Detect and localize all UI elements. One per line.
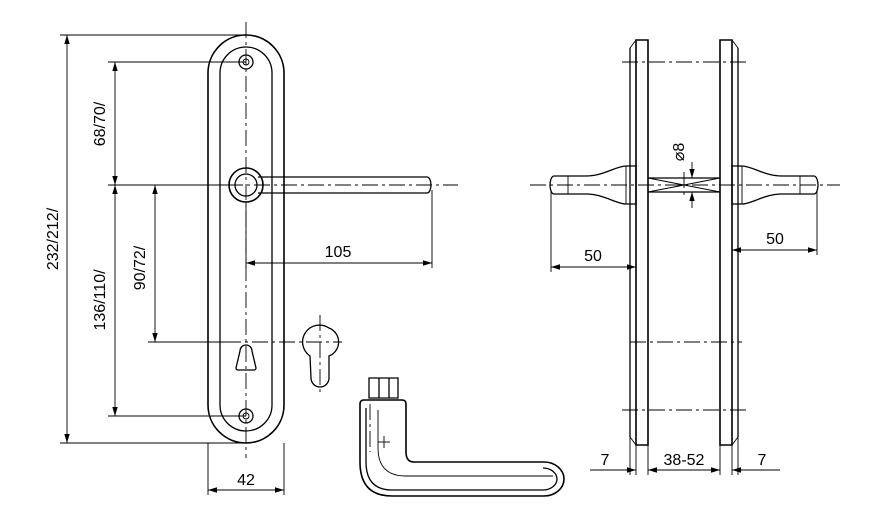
dim-overall-height: 232/212/ xyxy=(45,207,62,270)
side-view: ⌀8 50 50 7 38-52 7 xyxy=(530,39,840,475)
lever-isometric-view xyxy=(359,377,565,497)
dim-spindle: ⌀8 xyxy=(671,143,688,162)
dim-top-to-handle: 68/70/ xyxy=(92,101,109,146)
dim-door-thickness: 38-52 xyxy=(664,452,705,469)
left-lever-side xyxy=(549,165,637,205)
keyhole xyxy=(235,344,257,371)
left-plate xyxy=(635,39,649,446)
cylinder-profile xyxy=(301,324,340,388)
right-plate xyxy=(719,39,733,446)
dim-plate-thickness-right: 7 xyxy=(758,452,767,469)
dim-lever-length: 105 xyxy=(325,244,352,261)
dim-handle-to-keyhole: 90/72/ xyxy=(132,245,149,290)
dim-lever-projection-left: 50 xyxy=(584,248,602,265)
dim-handle-to-bottom: 136/110/ xyxy=(92,269,109,331)
right-lever-side xyxy=(731,165,819,205)
front-view: 232/212/ 68/70/ 136/110/ 90/72/ 105 42 xyxy=(45,22,458,495)
dim-lever-projection-right: 50 xyxy=(766,231,784,248)
dim-plate-thickness-left: 7 xyxy=(601,452,610,469)
dim-plate-width: 42 xyxy=(237,472,255,489)
